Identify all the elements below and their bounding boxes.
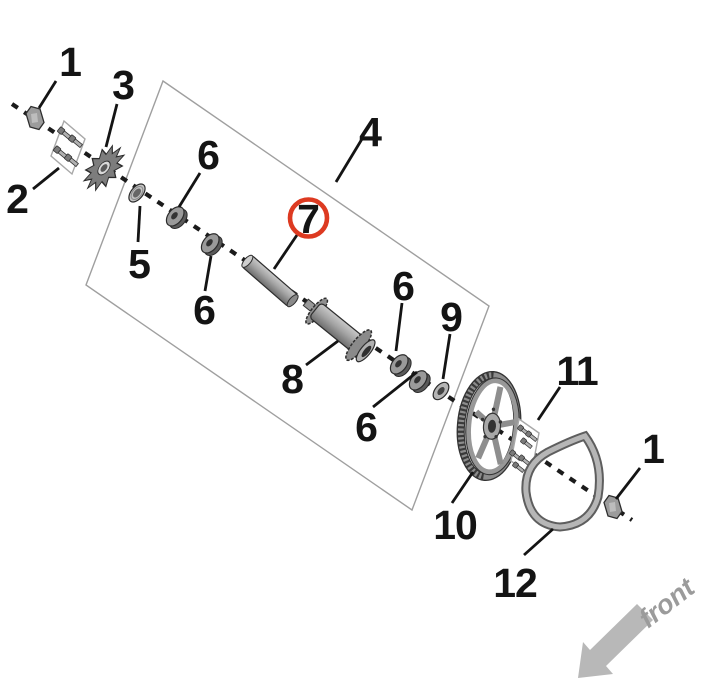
front-direction-arrow-icon (578, 604, 653, 678)
callout-labels: 1 2 3 4 5 6 6 7 8 6 9 6 10 11 12 1 (6, 39, 665, 606)
spacer-6-second (197, 229, 227, 260)
belt-pulley (456, 370, 522, 482)
axle-nut-left (25, 105, 45, 131)
axle-tube (241, 254, 299, 308)
assembly-frame-box (85, 79, 490, 512)
callout-5[interactable]: 5 (128, 241, 151, 287)
leader-1-left (37, 80, 58, 109)
leader-9 (441, 333, 452, 380)
sprocket (82, 144, 126, 192)
washer-end (432, 381, 450, 401)
washer-small (128, 183, 146, 203)
callout-leader-lines (32, 80, 642, 557)
leader-5 (136, 205, 142, 243)
leader-8 (305, 339, 339, 367)
leader-2 (32, 166, 60, 191)
callout-6-third[interactable]: 6 (392, 263, 415, 309)
callout-1-left[interactable]: 1 (59, 39, 82, 85)
leader-11 (536, 386, 562, 421)
callout-12[interactable]: 12 (493, 560, 538, 606)
leader-7 (272, 234, 299, 270)
callout-11[interactable]: 11 (556, 348, 599, 394)
screw-kit-box-left (50, 119, 86, 176)
hub-shell (302, 297, 376, 363)
callout-4[interactable]: 4 (359, 109, 383, 155)
axle-nut-right (603, 494, 623, 520)
screw-kit-box-left-outline (50, 119, 86, 176)
callout-3[interactable]: 3 (112, 62, 135, 108)
callout-10[interactable]: 10 (433, 502, 478, 548)
leader-4 (334, 138, 364, 183)
leader-12 (523, 527, 554, 557)
leader-6-fourth (372, 370, 418, 409)
drive-belt (521, 430, 604, 532)
pulley-bolt-holes (480, 407, 503, 439)
callout-1-right[interactable]: 1 (642, 426, 665, 472)
leader-1-right (614, 467, 642, 500)
callout-7[interactable]: 7 (297, 196, 320, 242)
leader-6-second (203, 255, 213, 292)
leader-6-third (394, 302, 404, 352)
leader-3 (104, 103, 119, 148)
callout-2[interactable]: 2 (6, 176, 29, 222)
leader-10 (450, 471, 475, 504)
callout-8[interactable]: 8 (281, 356, 304, 402)
leader-6-first (177, 172, 202, 208)
spacer-6-fourth (405, 366, 435, 397)
callout-6-fourth[interactable]: 6 (355, 404, 378, 450)
callout-9[interactable]: 9 (440, 294, 463, 340)
callout-6-second[interactable]: 6 (193, 287, 216, 333)
spacer-6-first (162, 202, 192, 233)
highlight-ring-part-7[interactable] (287, 197, 330, 239)
callout-6-first[interactable]: 6 (197, 132, 220, 178)
front-direction-label: front (633, 572, 701, 634)
